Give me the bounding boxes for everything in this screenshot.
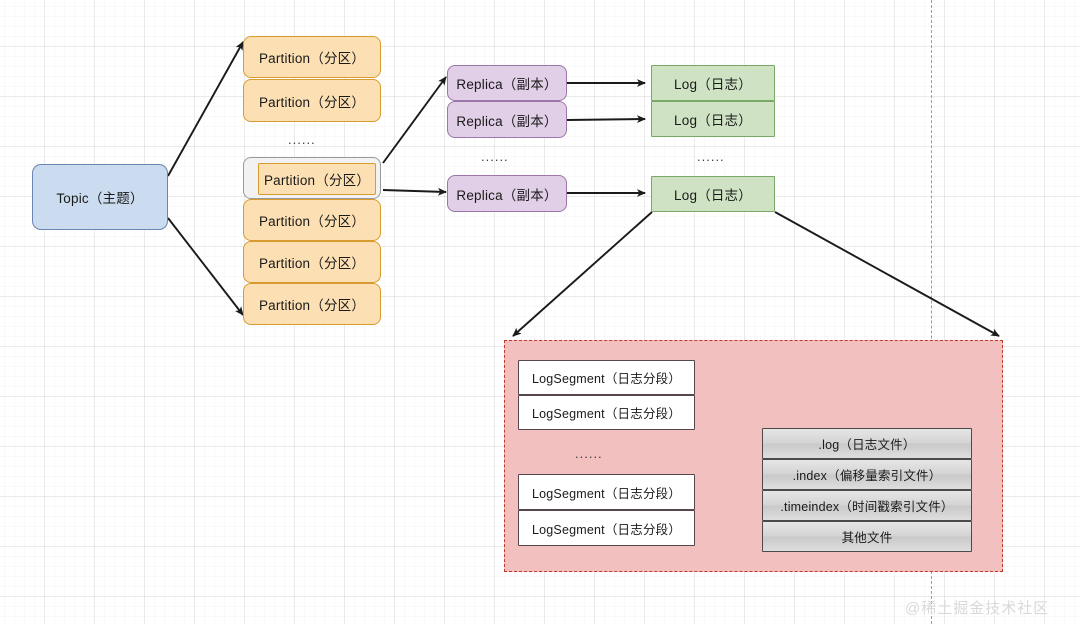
log-node-1[interactable]: Log（日志） <box>651 65 775 101</box>
replica-node-1[interactable]: Replica（副本） <box>447 65 567 101</box>
logsegment-node-1[interactable]: LogSegment（日志分段） <box>518 360 695 395</box>
log-label: Log（日志） <box>674 188 752 203</box>
log-node-3[interactable]: Log（日志） <box>651 176 775 212</box>
logsegment-label: LogSegment（日志分段） <box>531 372 682 386</box>
replica-node-2[interactable]: Replica（副本） <box>447 101 567 138</box>
replica-label: Replica（副本） <box>456 113 558 129</box>
file-label: .index（偏移量索引文件） <box>792 469 942 483</box>
file-node-other[interactable]: 其他文件 <box>762 521 972 552</box>
partition-node-1[interactable]: Partition（分区） <box>243 36 381 78</box>
edge-topic-to-partition-top <box>167 41 244 177</box>
partition-label: Partition（分区） <box>258 214 366 229</box>
partition-label: Partition（分区） <box>258 298 366 313</box>
file-label: 其他文件 <box>841 531 893 545</box>
edge-topic-to-partition-bottom <box>167 217 244 316</box>
edge-replica2-to-log2 <box>566 115 646 124</box>
topic-label: Topic（主题） <box>56 191 144 206</box>
edge-log-to-panel-right <box>774 211 1000 337</box>
partition-label: Partition（分区） <box>263 173 371 188</box>
partition-label: Partition（分区） <box>258 51 366 66</box>
logsegment-node-2[interactable]: LogSegment（日志分段） <box>518 395 695 430</box>
logsegment-node-3[interactable]: LogSegment（日志分段） <box>518 474 695 510</box>
partition-ellipsis: ...... <box>288 132 316 147</box>
log-node-2[interactable]: Log（日志） <box>651 101 775 137</box>
log-label: Log（日志） <box>674 113 752 128</box>
log-ellipsis: ...... <box>697 149 725 164</box>
edge-log-to-panel-left <box>512 211 653 337</box>
logsegment-label: LogSegment（日志分段） <box>531 486 682 501</box>
replica-label: Replica（副本） <box>456 77 558 92</box>
partition-node-3-inner[interactable]: Partition（分区） <box>258 163 376 195</box>
partition-node-6[interactable]: Partition（分区） <box>243 283 381 325</box>
logsegment-label: LogSegment（日志分段） <box>531 407 682 421</box>
file-label: .timeindex（时间戳索引文件） <box>780 500 954 514</box>
partition-node-4[interactable]: Partition（分区） <box>243 199 381 241</box>
replica-node-3[interactable]: Replica（副本） <box>447 175 567 212</box>
topic-node[interactable]: Topic（主题） <box>32 164 168 230</box>
partition-label: Partition（分区） <box>258 94 366 110</box>
logsegment-node-4[interactable]: LogSegment（日志分段） <box>518 510 695 546</box>
logsegment-ellipsis: ...... <box>575 446 603 461</box>
replica-ellipsis: ...... <box>481 149 509 164</box>
page-break-guide <box>931 0 932 624</box>
partition-node-5[interactable]: Partition（分区） <box>243 241 381 283</box>
edge-partition-to-replica-bottom <box>382 187 447 196</box>
edge-partition-to-replica-top <box>382 76 447 164</box>
partition-label: Partition（分区） <box>258 256 366 271</box>
file-node-index[interactable]: .index（偏移量索引文件） <box>762 459 972 490</box>
replica-label: Replica（副本） <box>456 187 558 203</box>
log-label: Log（日志） <box>674 77 752 92</box>
file-node-log[interactable]: .log（日志文件） <box>762 428 972 459</box>
logsegment-label: LogSegment（日志分段） <box>531 522 682 537</box>
partition-node-2[interactable]: Partition（分区） <box>243 79 381 122</box>
partition-node-3-highlighted[interactable]: Partition（分区） <box>243 157 381 199</box>
file-label: .log（日志文件） <box>818 438 916 452</box>
file-node-timeindex[interactable]: .timeindex（时间戳索引文件） <box>762 490 972 521</box>
watermark: @稀土掘金技术社区 <box>905 600 1050 617</box>
